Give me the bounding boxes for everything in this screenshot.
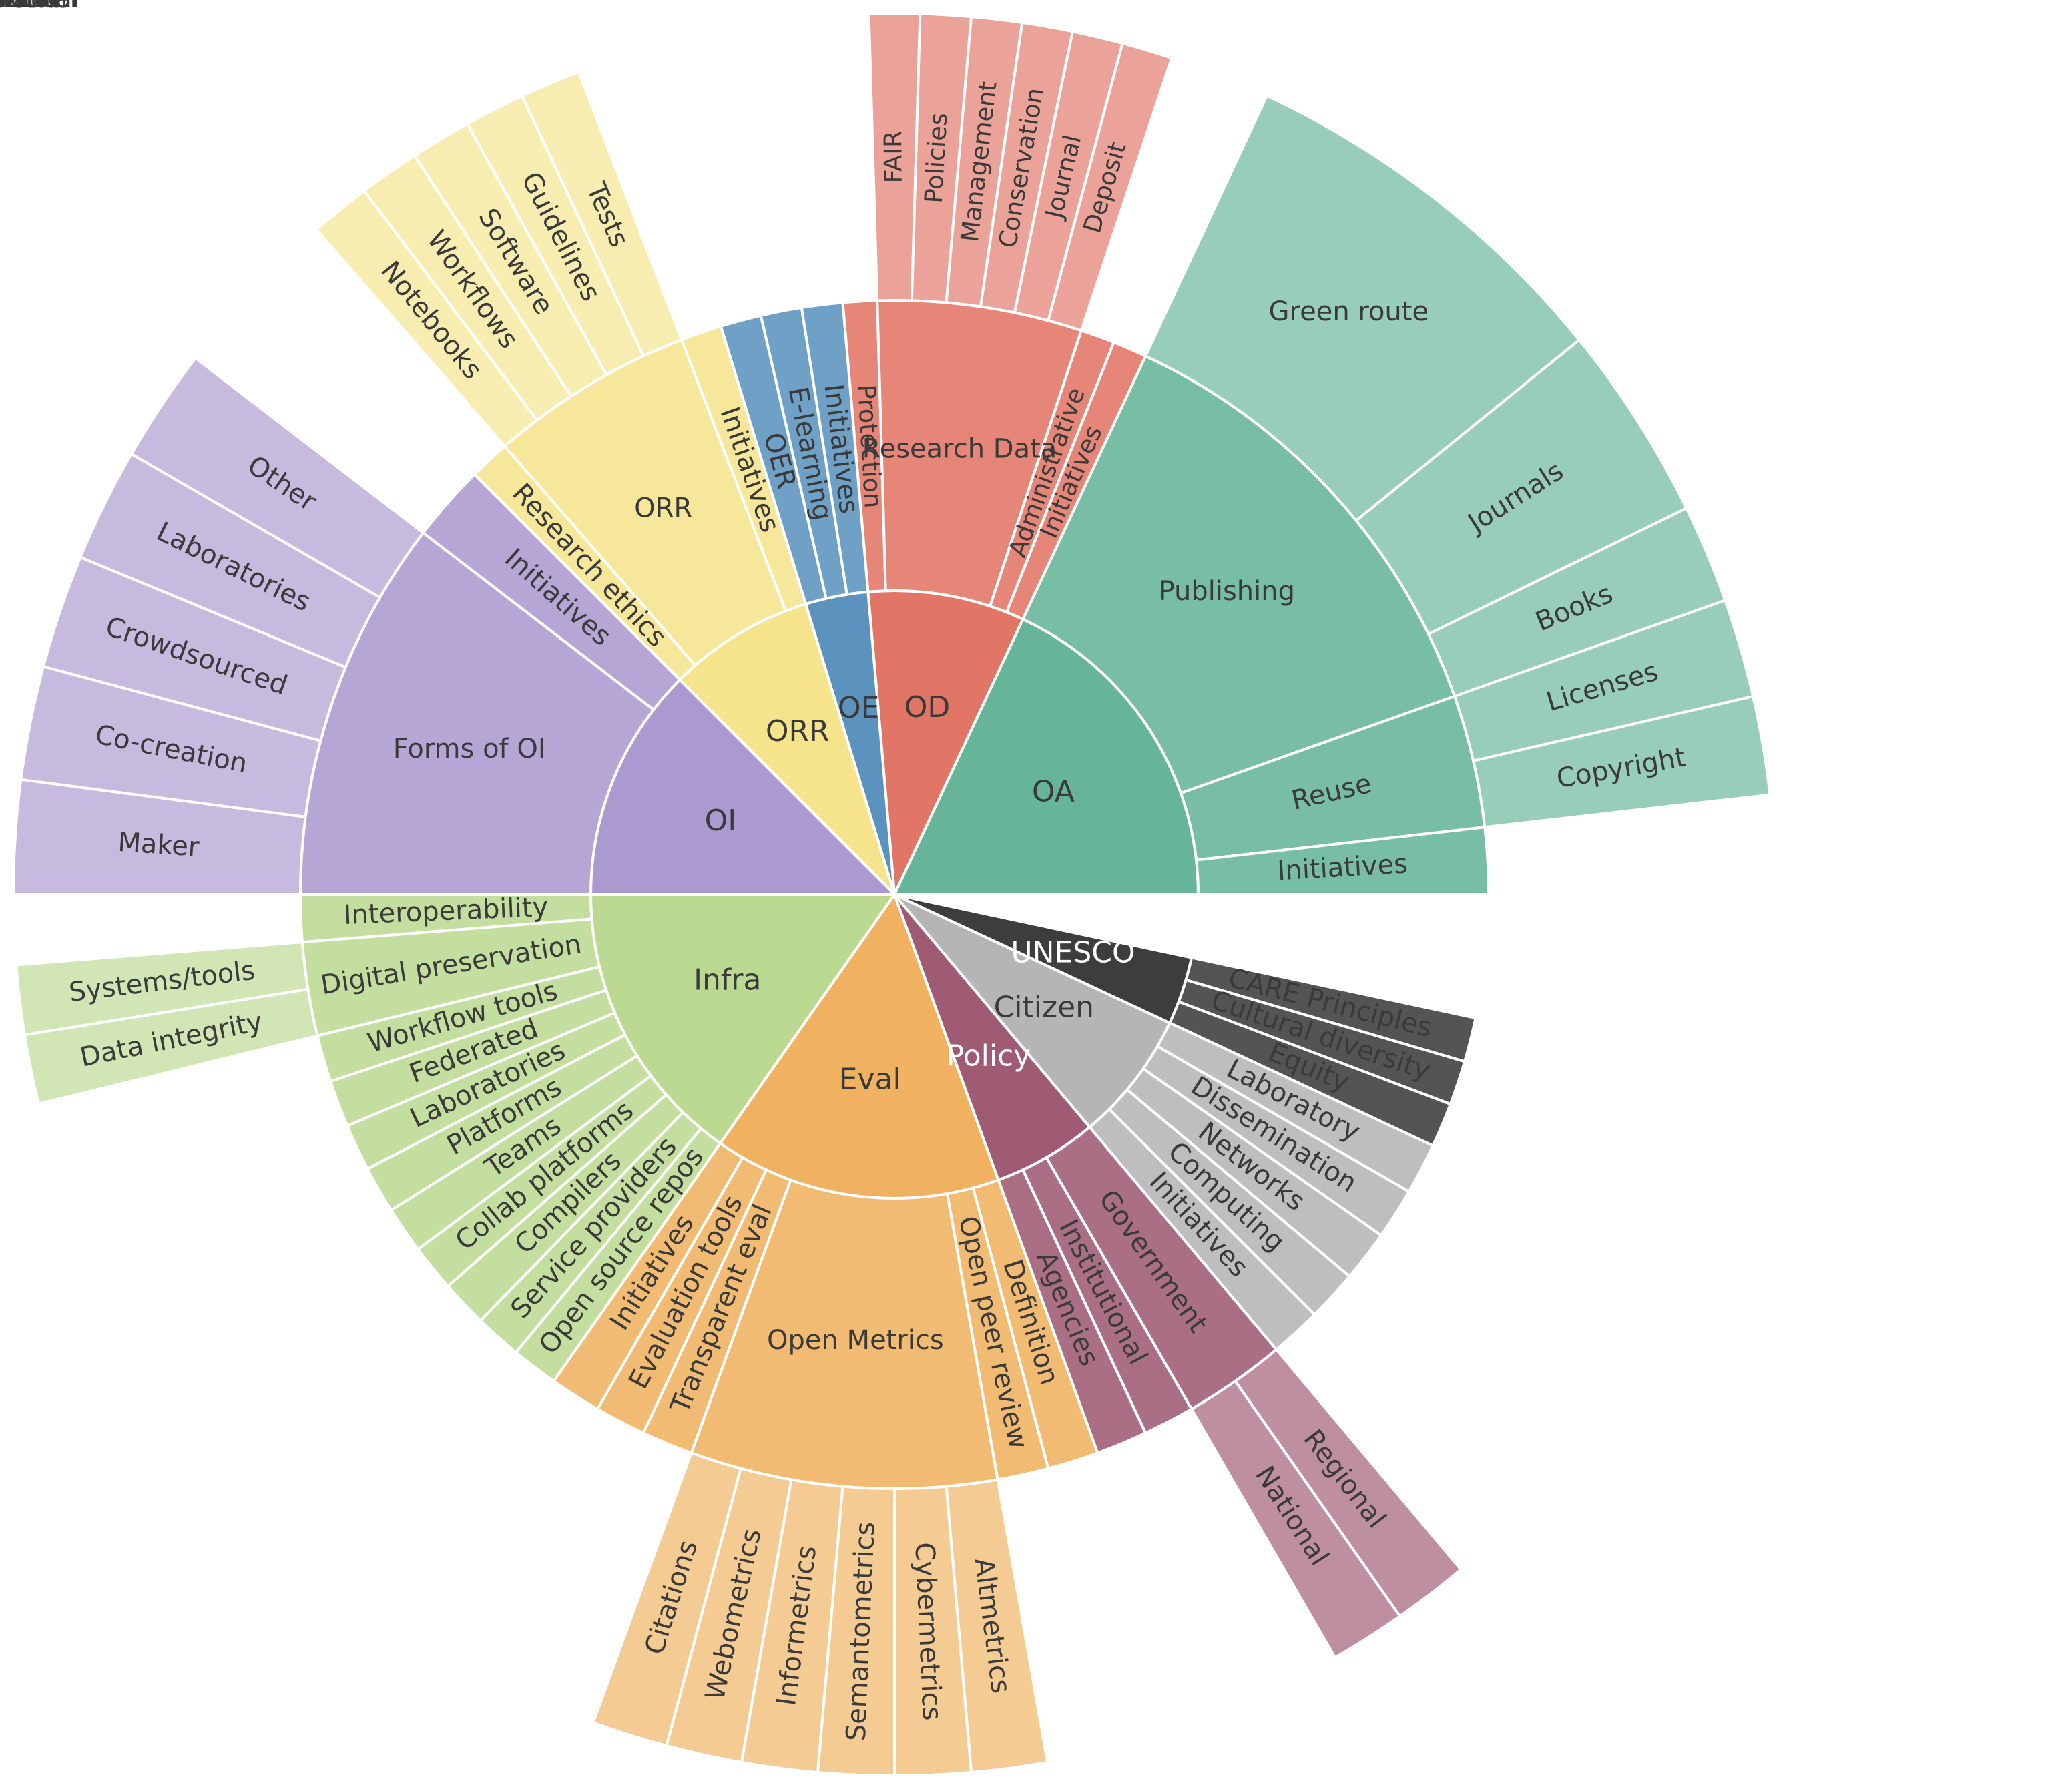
label-oa-0-publishing-0-green-route-0-institutional-3: Institutional — [0, 0, 79, 14]
label-oa-0-publishing-0-green-route-0-preprint-0: Preprint — [0, 0, 53, 14]
segment-policy-7-agencies-2[interactable] — [997, 1168, 1147, 1455]
segment-od-1-initiatives-3[interactable] — [1005, 340, 1147, 621]
segment-citizen-8-initiatives-4[interactable] — [1087, 1107, 1317, 1352]
segment-oa-0-initiatives-2[interactable] — [1194, 826, 1491, 896]
label-oa-0-publishing-0-journals-1-diamond-1: Diamond — [0, 0, 60, 14]
segment-unesco-9-equity-2[interactable] — [1168, 1000, 1453, 1148]
label-oa-0-publishing-0-green-route-0-consortium-1: Consortium — [0, 0, 77, 14]
segment-eval-6-initiatives-5[interactable] — [551, 1141, 745, 1411]
label-oa-0-publishing-0-green-route-0-thematic-2: Thematic — [0, 0, 62, 14]
sunburst-segments — [13, 13, 1772, 1778]
segment-oe-2-initiatives-2[interactable] — [800, 301, 870, 596]
segment-oi-4-initiatives-1[interactable] — [421, 472, 682, 712]
segment-oi-4-forms-of-oi-0-other-4[interactable] — [130, 356, 425, 599]
segment-infra-5-interoperability-10[interactable] — [298, 893, 593, 944]
segment-orr-3-initiatives-2[interactable] — [680, 324, 808, 613]
label-oa-0-publishing-0-journals-1-gold-route-0: Gold route — [0, 0, 70, 14]
